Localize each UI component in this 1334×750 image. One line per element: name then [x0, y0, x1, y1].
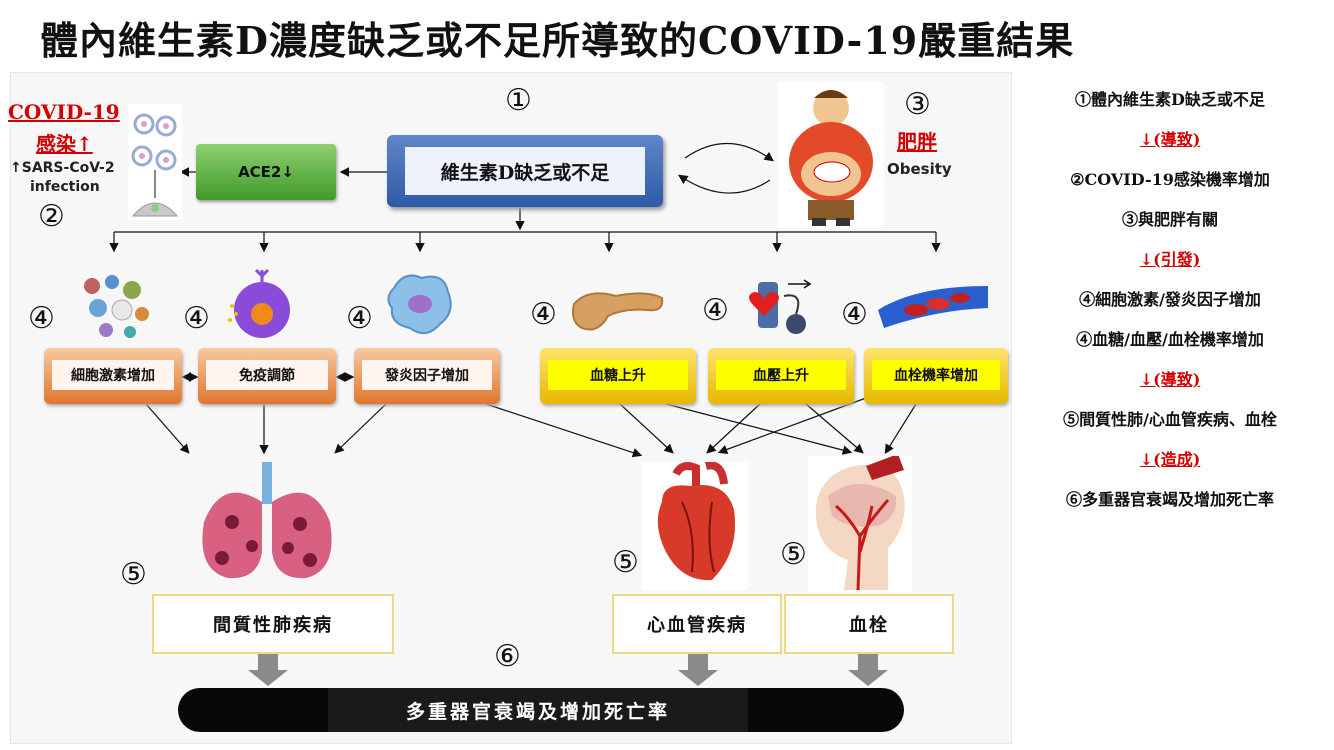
blood-pressure-icon — [749, 279, 812, 334]
vitamin-d-deficiency-label: 維生素D缺乏或不足 — [405, 147, 645, 195]
covid-label: COVID-19 — [8, 100, 120, 124]
legend-arrow: ↓(引發) — [1139, 250, 1201, 269]
legend-arrow: ↓(導致) — [1139, 370, 1201, 389]
legend-arrow: ↓(造成) — [1139, 450, 1201, 469]
virus-cell-icon — [128, 104, 182, 220]
final-outcome-label: 多重器官衰竭及增加死亡率 — [328, 688, 748, 732]
vitamin-d-deficiency-box: 維生素D缺乏或不足 — [387, 135, 663, 207]
legend-item: ⑤間質性肺/心血管疾病、血栓 — [1063, 410, 1277, 429]
legend-item: ①體內維生素D缺乏或不足 — [1075, 90, 1265, 109]
obesity-english-label: Obesity — [887, 160, 952, 178]
step-number-4f: ④ — [841, 297, 868, 332]
blood-clot-vessel-icon — [878, 286, 988, 328]
legend-item: ②COVID-19感染機率增加 — [1070, 170, 1270, 189]
blood-pressure-box: 血壓上升 — [708, 348, 854, 404]
final-outcome-bar: 多重器官衰竭及增加死亡率 — [178, 688, 904, 732]
immune-cell-icon — [228, 268, 290, 338]
obesity-figure-icon — [778, 82, 884, 228]
step-number-4e: ④ — [702, 293, 729, 328]
thrombosis-box: 血栓 — [784, 594, 954, 654]
cardiovascular-disease-box: 心血管疾病 — [612, 594, 782, 654]
blood-sugar-label: 血糖上升 — [548, 360, 688, 390]
legend-panel: ①體內維生素D缺乏或不足 ↓(導致) ②COVID-19感染機率增加 ③與肥胖有… — [1010, 78, 1330, 518]
immune-regulation-box: 免疫調節 — [198, 348, 336, 404]
step-number-4c: ④ — [346, 301, 373, 336]
cytokine-increase-label: 細胞激素增加 — [52, 360, 174, 390]
pancreas-icon — [572, 292, 664, 331]
step-number-6: ⑥ — [494, 639, 521, 674]
interstitial-lung-disease-box: 間質性肺疾病 — [152, 594, 394, 654]
brain-vessel-icon — [808, 456, 912, 592]
page-title: 體內維生素D濃度缺乏或不足所導致的COVID-19嚴重結果 — [40, 18, 1075, 63]
step-number-1: ① — [505, 83, 532, 118]
legend-item: ⑥多重器官衰竭及增加死亡率 — [1065, 490, 1274, 509]
cytokine-increase-box: 細胞激素增加 — [44, 348, 182, 404]
covid-infection-up-label: 感染↑ — [36, 132, 93, 156]
lungs-icon — [202, 462, 332, 579]
blood-sugar-box: 血糖上升 — [540, 348, 696, 404]
inflammatory-factor-label: 發炎因子增加 — [362, 360, 492, 390]
sars-cov-2-label: ↑SARS-CoV-2 — [10, 160, 115, 176]
legend-item: ③與肥胖有關 — [1121, 210, 1218, 229]
inflammatory-factor-box: 發炎因子增加 — [354, 348, 500, 404]
step-number-4a: ④ — [28, 301, 55, 336]
step-number-3: ③ — [904, 87, 931, 122]
step-number-2: ② — [38, 199, 65, 234]
step-number-5a: ⑤ — [120, 557, 147, 592]
legend-arrow: ↓(導致) — [1139, 130, 1201, 149]
step-number-5b: ⑤ — [612, 545, 639, 580]
blood-pressure-label: 血壓上升 — [716, 360, 846, 390]
thrombosis-risk-box: 血栓機率增加 — [864, 348, 1008, 404]
legend-item: ④血糖/血壓/血栓機率增加 — [1076, 330, 1264, 349]
thrombosis-risk-label: 血栓機率增加 — [872, 360, 1000, 390]
cytokine-cells-icon — [84, 275, 149, 338]
legend-item: ④細胞激素/發炎因子增加 — [1079, 290, 1261, 309]
obesity-label: 肥胖 — [897, 130, 937, 154]
infection-label: infection — [30, 179, 100, 195]
step-number-4d: ④ — [530, 297, 557, 332]
heart-icon — [642, 462, 748, 590]
inflammatory-cell-icon — [387, 274, 452, 335]
step-number-5c: ⑤ — [780, 537, 807, 572]
immune-regulation-label: 免疫調節 — [206, 360, 328, 390]
ace2-box: ACE2↓ — [196, 144, 336, 200]
step-number-4b: ④ — [183, 301, 210, 336]
